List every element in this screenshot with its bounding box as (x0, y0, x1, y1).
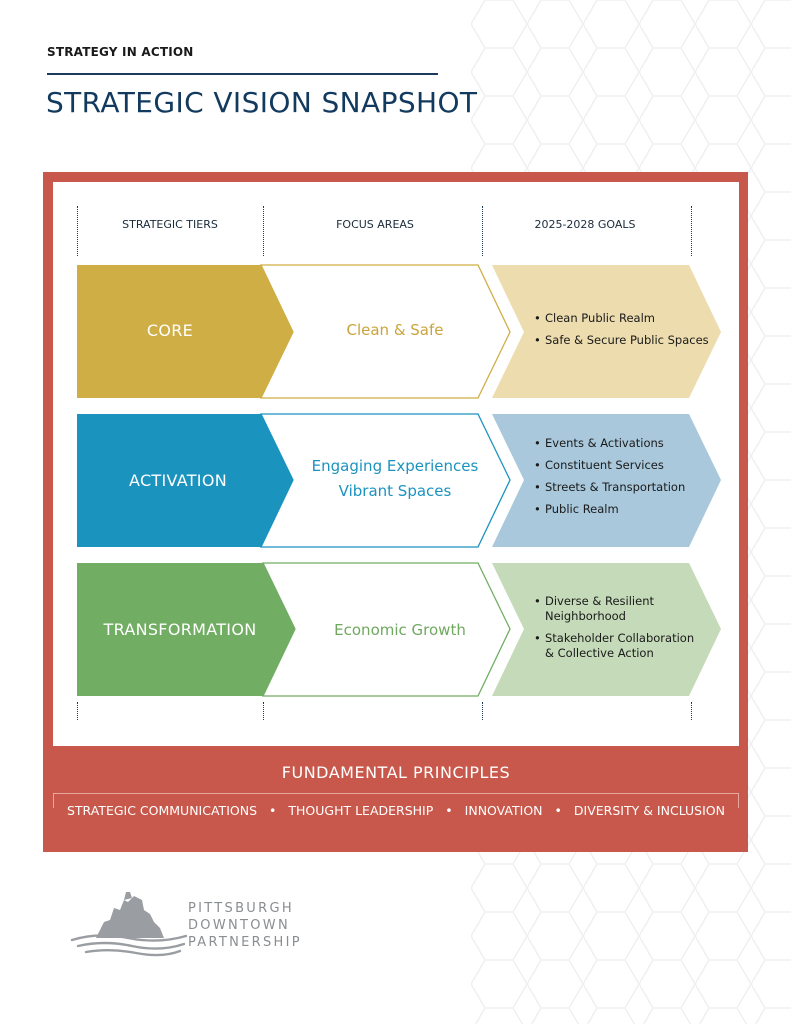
pittsburgh-skyline-logo-icon (70, 892, 188, 957)
core-focus-chevron (259, 264, 511, 399)
column-divider (77, 206, 78, 256)
goal-item: Clean Public Realm (533, 311, 713, 326)
activation-focus-chevron (259, 413, 511, 548)
principle-item: THOUGHT LEADERSHIP (288, 803, 434, 818)
goal-item: Safe & Secure Public Spaces (533, 333, 713, 348)
core-tier-chevron (77, 265, 293, 398)
focus-area-text: Engaging Experiences (311, 457, 479, 475)
column-header-goals: 2025-2028 GOALS (534, 218, 636, 231)
goal-item: Diverse & Resilient Neighborhood (533, 594, 703, 624)
fundamental-principles-bracket (53, 793, 739, 808)
fundamental-principles-list: STRATEGIC COMMUNICATIONS • THOUGHT LEADERS… (53, 803, 739, 818)
bullet-separator: • (269, 803, 277, 818)
focus-area-activation: Engaging Experiences Vibrant Spaces (300, 454, 490, 504)
goal-item: Public Realm (533, 502, 713, 517)
principle-item: INNOVATION (464, 803, 543, 818)
title-rule (47, 73, 438, 75)
core-goals-chevron (492, 265, 721, 398)
column-divider (691, 702, 692, 720)
column-header-strategic-tiers: STRATEGIC TIERS (122, 218, 218, 231)
logo-wordmark: PITTSBURGH DOWNTOWN PARTNERSHIP (188, 900, 302, 951)
logo-line: DOWNTOWN (188, 918, 290, 933)
goal-item: Events & Activations (533, 436, 713, 451)
focus-area-text: Vibrant Spaces (338, 482, 452, 500)
activation-tier-chevron (77, 414, 293, 547)
tier-label-transformation: TRANSFORMATION (103, 620, 257, 639)
goal-item: Streets & Transportation (533, 480, 713, 495)
goal-item: Stakeholder Collaboration & Collective A… (533, 631, 703, 661)
principle-item: STRATEGIC COMMUNICATIONS (66, 803, 257, 818)
column-header-focus-areas: FOCUS AREAS (336, 218, 414, 231)
goals-list-core: Clean Public Realm Safe & Secure Public … (533, 311, 713, 355)
column-divider (263, 702, 264, 720)
focus-area-transformation: Economic Growth (305, 618, 495, 643)
focus-area-text: Economic Growth (334, 621, 466, 639)
column-divider (691, 206, 692, 256)
page-title: STRATEGIC VISION SNAPSHOT (46, 86, 478, 119)
tier-label-core: CORE (146, 321, 194, 340)
goals-list-activation: Events & Activations Constituent Service… (533, 436, 713, 524)
principle-item: DIVERSITY & INCLUSION (573, 803, 725, 818)
column-divider (77, 702, 78, 720)
logo-line: PITTSBURGH (188, 901, 294, 916)
bullet-separator: • (554, 803, 562, 818)
logo-line: PARTNERSHIP (188, 935, 302, 950)
transformation-focus-chevron (261, 562, 511, 697)
focus-area-text: Clean & Safe (346, 321, 444, 339)
tier-label-activation: ACTIVATION (128, 471, 227, 490)
bullet-separator: • (445, 803, 453, 818)
goals-list-transformation: Diverse & Resilient Neighborhood Stakeho… (533, 594, 703, 668)
transformation-tier-chevron (77, 563, 295, 696)
section-eyebrow: STRATEGY IN ACTION (47, 45, 194, 59)
column-divider (482, 702, 483, 720)
focus-area-core: Clean & Safe (300, 318, 490, 343)
column-divider (263, 206, 264, 256)
column-divider (482, 206, 483, 256)
fundamental-principles-title: FUNDAMENTAL PRINCIPLES (281, 763, 511, 782)
goal-item: Constituent Services (533, 458, 713, 473)
